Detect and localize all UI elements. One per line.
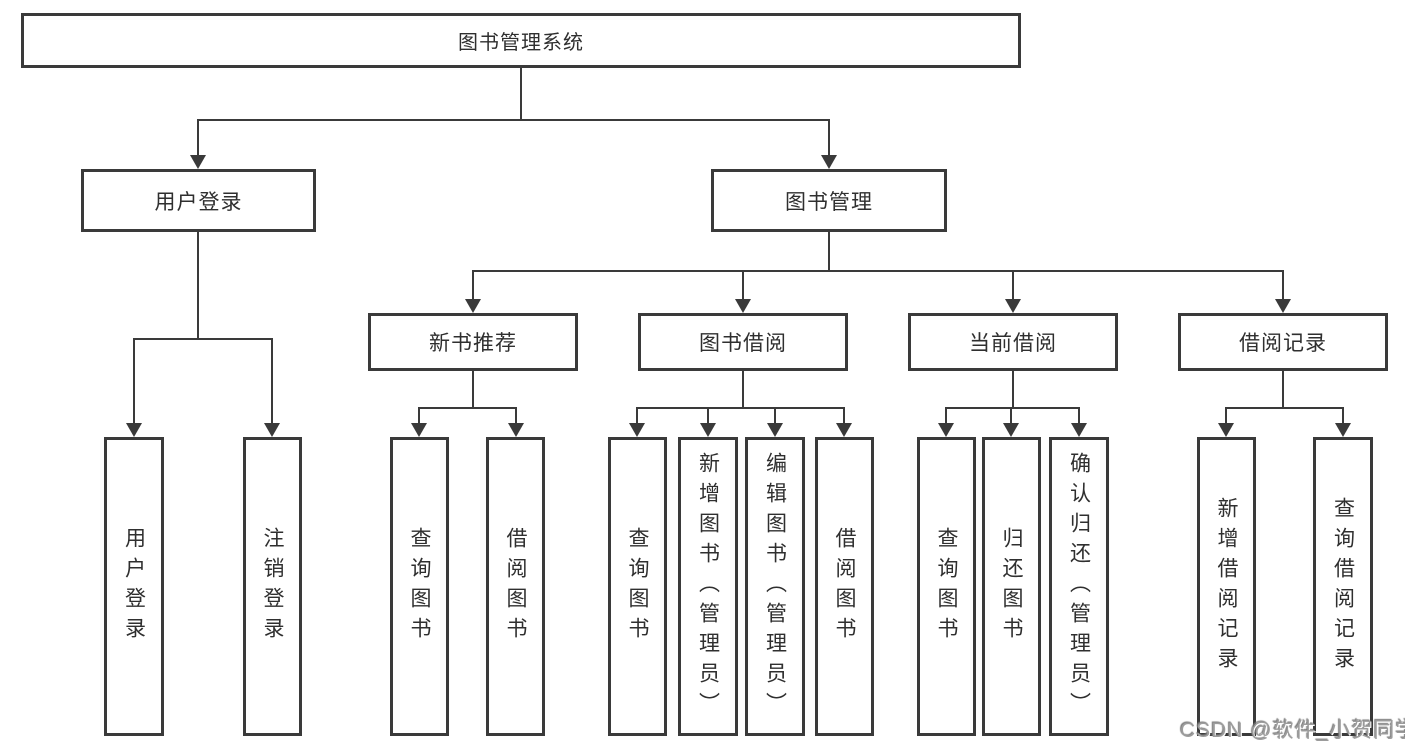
connector-line-v	[843, 407, 845, 423]
connector-line-v	[707, 407, 709, 423]
node-book-management: 图书管理	[711, 169, 947, 232]
connector-line-v	[1010, 407, 1012, 423]
node-library-system: 图书管理系统	[21, 13, 1021, 68]
arrowhead-down-icon	[1218, 423, 1234, 437]
leaf-confirm-return-admin: 确认归还（管理员）	[1049, 437, 1109, 736]
arrowhead-down-icon	[190, 155, 206, 169]
arrowhead-down-icon	[836, 423, 852, 437]
connector-line-v	[636, 407, 638, 423]
connector-line-v	[774, 407, 776, 423]
node-borrowing-records: 借阅记录	[1178, 313, 1388, 371]
connector-line-h	[1225, 407, 1344, 409]
arrowhead-down-icon	[264, 423, 280, 437]
leaf-add-borrow-record: 新增借阅记录	[1197, 437, 1256, 736]
node-user-login: 用户登录	[81, 169, 316, 232]
arrowhead-down-icon	[700, 423, 716, 437]
connector-line-h	[945, 407, 1080, 409]
csdn-watermark: CSDN @软件_小贺同学	[1180, 719, 1405, 742]
leaf-borrow-books: 借阅图书	[815, 437, 874, 736]
node-book-borrowing: 图书借阅	[638, 313, 848, 371]
arrowhead-down-icon	[1335, 423, 1351, 437]
node-current-borrowing: 当前借阅	[908, 313, 1118, 371]
connector-line-v	[271, 338, 273, 423]
connector-line-v	[520, 68, 522, 119]
leaf-logout: 注销登录	[243, 437, 302, 736]
connector-line-h	[636, 407, 845, 409]
connector-line-v	[828, 232, 830, 270]
arrowhead-down-icon	[1071, 423, 1087, 437]
arrowhead-down-icon	[767, 423, 783, 437]
arrowhead-down-icon	[1003, 423, 1019, 437]
connector-line-v	[742, 270, 744, 299]
leaf-return-books: 归还图书	[982, 437, 1041, 736]
connector-line-v	[1078, 407, 1080, 423]
connector-line-v	[418, 407, 420, 423]
arrowhead-down-icon	[1275, 299, 1291, 313]
connector-line-v	[1012, 270, 1014, 299]
connector-line-h	[418, 407, 517, 409]
connector-line-h	[197, 119, 830, 121]
leaf-add-book-admin: 新增图书（管理员）	[678, 437, 738, 736]
arrowhead-down-icon	[735, 299, 751, 313]
leaf-user-login: 用户登录	[104, 437, 164, 736]
connector-line-v	[828, 119, 830, 155]
connector-line-v	[197, 232, 199, 338]
connector-line-v	[197, 119, 199, 155]
leaf-borrow-books-recommend: 借阅图书	[486, 437, 545, 736]
arrowhead-down-icon	[411, 423, 427, 437]
arrowhead-down-icon	[126, 423, 142, 437]
connector-line-v	[1225, 407, 1227, 423]
leaf-query-borrow-record: 查询借阅记录	[1313, 437, 1373, 736]
node-new-book-recommend: 新书推荐	[368, 313, 578, 371]
connector-line-v	[133, 338, 135, 423]
arrowhead-down-icon	[508, 423, 524, 437]
leaf-query-books-recommend: 查询图书	[390, 437, 449, 736]
leaf-query-books-borrow: 查询图书	[608, 437, 667, 736]
leaf-query-books-current: 查询图书	[917, 437, 976, 736]
connector-line-v	[472, 270, 474, 299]
connector-line-v	[1282, 270, 1284, 299]
arrowhead-down-icon	[629, 423, 645, 437]
arrowhead-down-icon	[1005, 299, 1021, 313]
connector-line-v	[945, 407, 947, 423]
connector-line-v	[1282, 371, 1284, 407]
connector-line-v	[472, 371, 474, 407]
connector-line-h	[472, 270, 1284, 272]
arrowhead-down-icon	[938, 423, 954, 437]
arrowhead-down-icon	[465, 299, 481, 313]
connector-line-v	[1342, 407, 1344, 423]
connector-line-v	[742, 371, 744, 407]
arrowhead-down-icon	[821, 155, 837, 169]
leaf-edit-book-admin: 编辑图书（管理员）	[745, 437, 805, 736]
connector-line-v	[515, 407, 517, 423]
connector-line-h	[133, 338, 273, 340]
connector-line-v	[1012, 371, 1014, 407]
